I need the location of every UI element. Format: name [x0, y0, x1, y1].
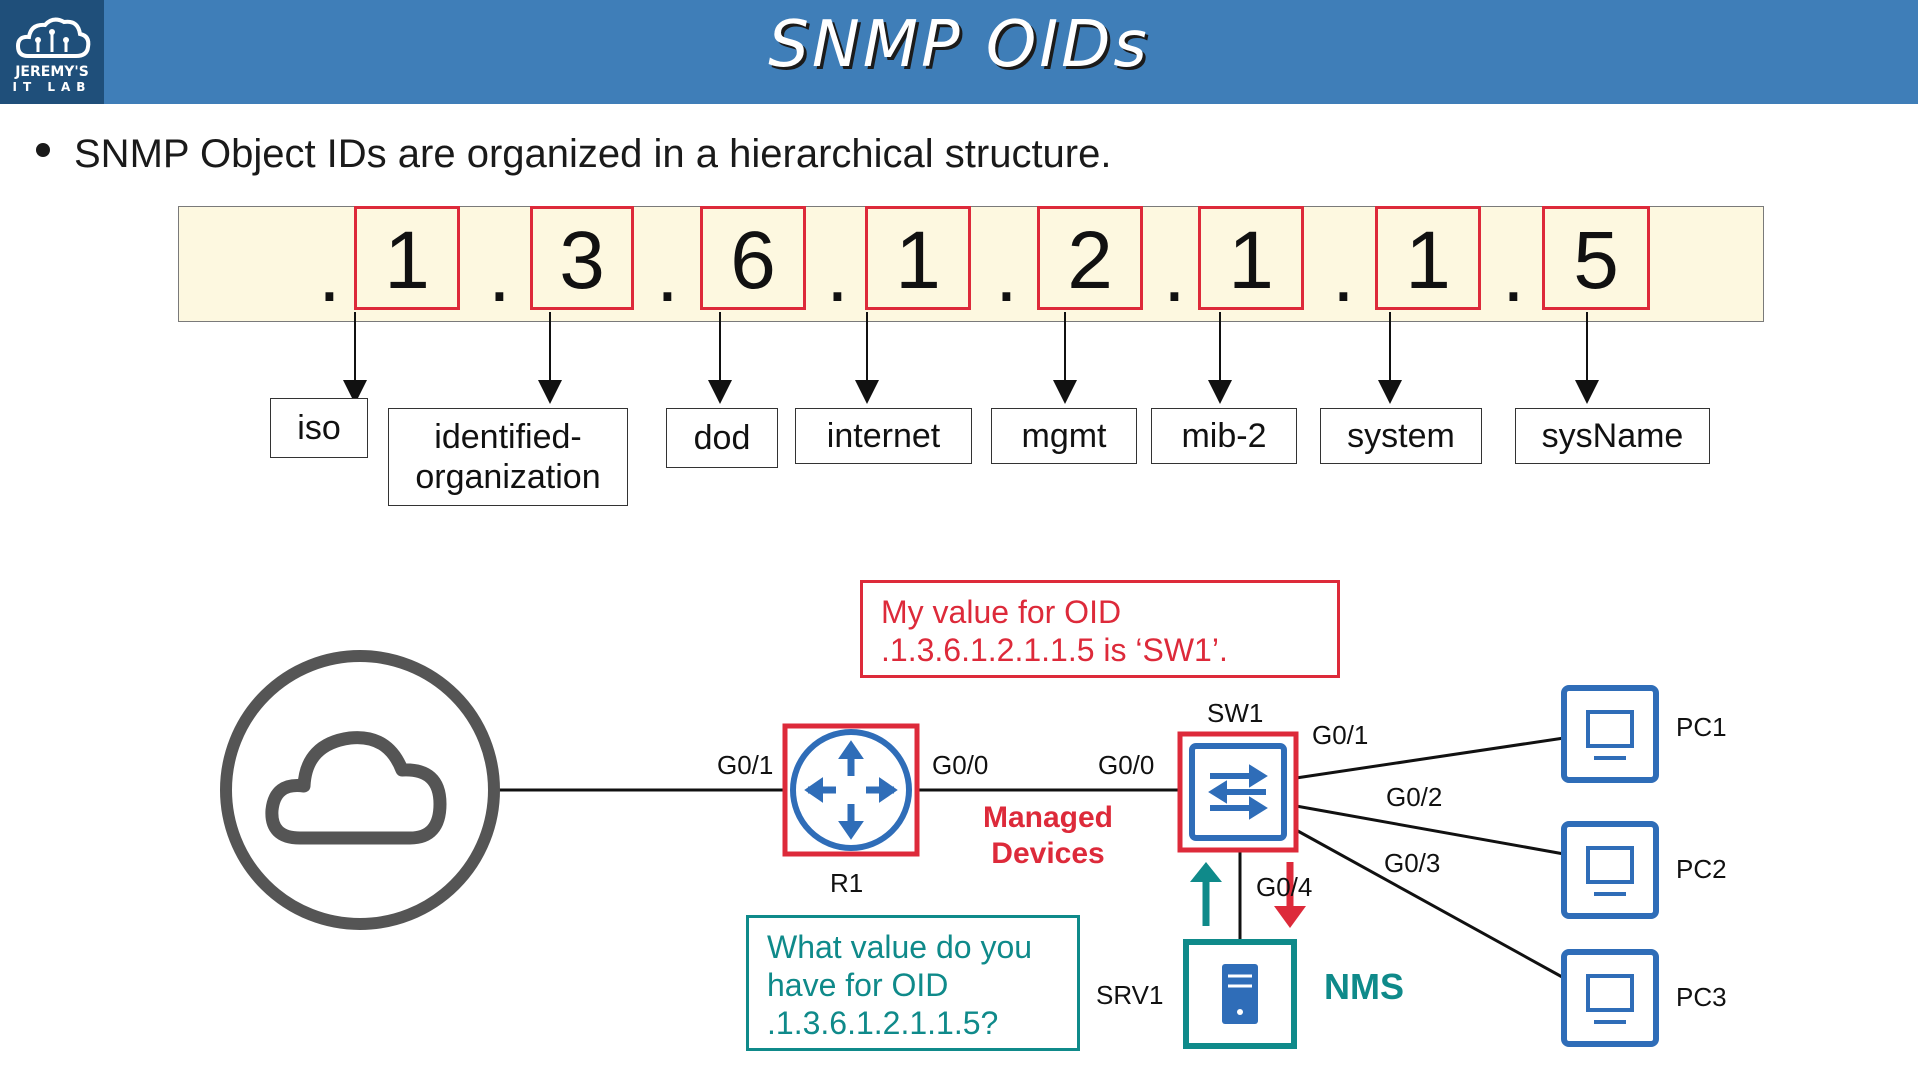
bullet-text: SNMP Object IDs are organized in a hiera… — [74, 132, 1112, 176]
bullet-icon — [36, 143, 50, 158]
oid-dot: . — [826, 228, 849, 319]
oid-dot: . — [1502, 228, 1525, 319]
sw1-response-callout: My value for OID .1.3.6.1.2.1.1.5 is ‘SW… — [860, 580, 1340, 678]
if-r1-g0-0: G0/0 — [932, 750, 989, 780]
oid-dot: . — [318, 228, 341, 319]
oid-digit-5: 2 — [1037, 206, 1143, 310]
managed-devices-label: Managed Devices — [982, 801, 1114, 870]
if-sw1-g0-4: G0/4 — [1256, 872, 1313, 902]
header-bar — [0, 0, 1918, 104]
srv1-label: SRV1 — [1096, 980, 1164, 1010]
pc1-label: PC1 — [1676, 712, 1727, 742]
switch-icon — [1177, 731, 1299, 853]
oid-dot: . — [1332, 228, 1355, 319]
oid-digit-8: 5 — [1542, 206, 1650, 310]
link-sw1-pc1 — [1295, 736, 1565, 780]
oid-label-dod: dod — [666, 408, 778, 468]
oid-digit-2: 3 — [530, 206, 634, 310]
logo-line2: IT LAB — [12, 80, 92, 94]
page-title: SNMP OIDs — [768, 8, 1150, 82]
oid-label-mgmt: mgmt — [991, 408, 1137, 464]
logo-line1: JEREMY'S — [15, 64, 89, 80]
if-sw1-g0-2: G0/2 — [1386, 782, 1443, 812]
oid-label-iso: iso — [270, 398, 368, 458]
oid-label-internet: internet — [795, 408, 972, 464]
request-arrow-icon — [1190, 862, 1222, 926]
network-links — [496, 736, 1565, 980]
response-arrow-icon — [1274, 862, 1306, 928]
if-sw1-g0-0: G0/0 — [1098, 750, 1155, 780]
pc3-label: PC3 — [1676, 982, 1727, 1012]
oid-bar — [178, 206, 1764, 322]
oid-digit-3: 6 — [700, 206, 806, 310]
oid-label-mib-2: mib-2 — [1151, 408, 1297, 464]
logo — [0, 0, 104, 104]
link-sw1-pc3 — [1295, 828, 1565, 980]
pc2-label: PC2 — [1676, 854, 1727, 884]
sw1-label: SW1 — [1207, 698, 1264, 728]
oid-dot: . — [488, 228, 511, 319]
oid-digit-6: 1 — [1198, 206, 1304, 310]
nms-label: NMS — [1324, 966, 1404, 1007]
pc-icon-3 — [1561, 949, 1659, 1047]
link-sw1-pc2 — [1295, 804, 1565, 856]
cloud-circuit-icon — [15, 17, 91, 58]
oid-digit-7: 1 — [1375, 206, 1481, 310]
oid-arrows — [343, 312, 1599, 404]
oid-dot: . — [656, 228, 679, 319]
oid-digit-4: 1 — [865, 206, 971, 310]
nms-request-callout: What value do you have for OID .1.3.6.1.… — [746, 915, 1080, 1051]
oid-dot: . — [995, 228, 1018, 319]
oid-dot: . — [1163, 228, 1186, 319]
oid-digit-1: 1 — [354, 206, 460, 310]
pc-icon-2 — [1561, 821, 1659, 919]
if-sw1-g0-1: G0/1 — [1312, 720, 1369, 750]
oid-label-system: system — [1320, 408, 1482, 464]
if-r1-g0-1: G0/1 — [717, 750, 774, 780]
pc-icon-1 — [1561, 685, 1659, 783]
cloud-icon — [220, 650, 500, 930]
router-icon — [782, 723, 920, 857]
if-sw1-g0-3: G0/3 — [1384, 848, 1441, 878]
oid-label-sysName: sysName — [1515, 408, 1710, 464]
r1-label: R1 — [830, 868, 864, 898]
oid-label-identified-organization: identified-organization — [388, 408, 628, 506]
bullet-point: SNMP Object IDs are organized in a hiera… — [36, 132, 1111, 177]
server-icon — [1183, 939, 1297, 1049]
